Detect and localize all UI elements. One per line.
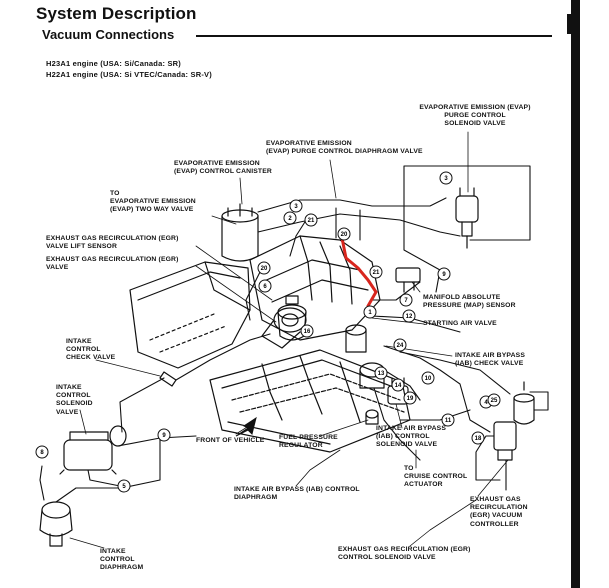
label-egr-vacuum-controller: EXHAUST GAS RECIRCULATION (EGR) VACUUM C…	[470, 496, 528, 528]
label-cruise-actuator: TO CRUISE CONTROL ACTUATOR	[404, 465, 468, 489]
hose-number-text: 13	[378, 371, 385, 377]
hose-number-text: 8	[40, 450, 44, 456]
hose-number-callout: 9	[157, 428, 171, 442]
hose-number-callout: 24	[393, 338, 407, 352]
intake-control-solenoid	[59, 425, 127, 475]
fuel-pressure-regulator	[365, 409, 379, 425]
label-iab-check: INTAKE AIR BYPASS (IAB) CHECK VALVE	[455, 352, 526, 368]
air-cleaner-box	[129, 261, 251, 369]
hose-number-callout: 3	[289, 199, 303, 213]
hose-number-callout: 1	[363, 305, 377, 319]
label-evap-two-way: TO EVAPORATIVE EMISSION (EVAP) TWO WAY V…	[110, 190, 196, 214]
front-of-vehicle-arrow	[235, 416, 257, 437]
label-starting-air: STARTING AIR VALVE	[423, 320, 497, 327]
hose-number-text: 25	[491, 398, 498, 404]
label-front-of-vehicle: FRONT OF VEHICLE	[196, 437, 265, 444]
engine-line-1: H23A1 engine (USA: Si/Canada: SR)	[46, 59, 181, 68]
hose-number-text: 16	[304, 329, 311, 335]
hose-number-text: 9	[162, 433, 166, 439]
subtitle-rule	[196, 35, 552, 37]
hose-number-text: 12	[406, 314, 413, 320]
hose-number-callout: 10	[421, 371, 435, 385]
hose-number-callout: 8	[35, 445, 49, 459]
hose-number-callout: 5	[117, 479, 131, 493]
label-intake-control-diaphragm: INTAKE CONTROL DIAPHRAGM	[100, 548, 144, 572]
label-intake-control-solenoid: INTAKE CONTROL SOLENOID VALVE	[56, 384, 93, 416]
label-iab-control-solenoid: INTAKE AIR BYPASS (IAB) CONTROL SOLENOID…	[376, 425, 447, 449]
hose-number-text: 1	[368, 310, 372, 316]
hose-number-text: 6	[263, 284, 267, 290]
hose-number-callout: 7	[399, 293, 413, 307]
hose-number-callout: 14	[391, 378, 405, 392]
leader-lines	[69, 131, 509, 549]
intake-control-diaphragm	[39, 501, 73, 547]
hose-number-text: 21	[308, 218, 315, 224]
highlighted-vacuum-hose	[340, 236, 378, 308]
hose-number-text: 11	[445, 418, 452, 424]
hose-number-text: 19	[407, 396, 414, 402]
section-subtitle: Vacuum Connections	[42, 27, 175, 42]
hose-number-text: 24	[397, 343, 404, 349]
hose-number-text: 20	[261, 266, 268, 272]
engine-line-2: H22A1 engine (USA: Si VTEC/Canada: SR-V)	[46, 70, 212, 79]
label-egr-valve: EXHAUST GAS RECIRCULATION (EGR) VALVE	[46, 256, 179, 272]
hose-number-callout: 21	[369, 265, 383, 279]
hose-number-callout: 3	[439, 171, 453, 185]
map-sensor	[395, 267, 421, 293]
hose-number-callout: 19	[403, 391, 417, 405]
hose-number-text: 9	[442, 272, 446, 278]
label-iab-control-diaphragm: INTAKE AIR BYPASS (IAB) CONTROL DIAPHRAG…	[234, 486, 360, 502]
hose-number-callout: 12	[402, 309, 416, 323]
hose-number-callout: 9	[437, 267, 451, 281]
page-edge-bar	[571, 0, 580, 588]
label-intake-control-check: INTAKE CONTROL CHECK VALVE	[66, 338, 116, 362]
egr-vacuum-controller	[513, 381, 535, 425]
intake-control-check-valve	[159, 371, 177, 387]
hose-number-callout: 11	[441, 413, 455, 427]
label-egr-control-solenoid: EXHAUST GAS RECIRCULATION (EGR) CONTROL …	[338, 546, 471, 562]
label-fuel-pressure-regulator: FUEL PRESSURE REGULATOR	[279, 434, 338, 450]
page-title: System Description	[36, 4, 197, 23]
hose-number-callout: 13	[374, 366, 388, 380]
hose-number-callout: 20	[337, 227, 351, 241]
hose-number-text: 2	[288, 216, 292, 222]
hose-number-text: 21	[373, 270, 380, 276]
label-evap-purge-solenoid: EVAPORATIVE EMISSION (EVAP) PURGE CONTRO…	[419, 104, 531, 128]
hose-number-text: 3	[444, 176, 448, 182]
hose-number-text: 3	[294, 204, 298, 210]
hose-number-callout: 18	[471, 431, 485, 445]
label-egr-lift-sensor: EXHAUST GAS RECIRCULATION (EGR) VALVE LI…	[46, 235, 179, 251]
hose-number-callout: 20	[257, 261, 271, 275]
hose-number-callout: 2	[283, 211, 297, 225]
hose-number-callout: 25	[487, 393, 501, 407]
hose-number-text: 10	[425, 376, 432, 382]
evap-purge-solenoid	[455, 187, 479, 249]
hose-number-text: 20	[341, 232, 348, 238]
hose-number-callout: 6	[258, 279, 272, 293]
hose-number-text: 4	[484, 400, 488, 406]
hose-number-text: 14	[395, 383, 402, 389]
label-evap-purge-diaphragm: EVAPORATIVE EMISSION (EVAP) PURGE CONTRO…	[266, 140, 423, 156]
hose-number-text: 7	[404, 298, 408, 304]
label-evap-canister: EVAPORATIVE EMISSION (EVAP) CONTROL CANI…	[174, 160, 272, 176]
label-map-sensor: MANIFOLD ABSOLUTE PRESSURE (MAP) SENSOR	[423, 294, 516, 310]
evap-canister	[221, 203, 259, 262]
engine-block	[209, 349, 411, 453]
throttle-body	[261, 307, 307, 349]
hose-number-text: 5	[122, 484, 126, 490]
hose-number-text: 18	[475, 436, 482, 442]
egr-control-solenoid	[493, 421, 517, 461]
hose-number-callout: 21	[304, 213, 318, 227]
hose-number-callout: 16	[300, 324, 314, 338]
page-edge-notch	[567, 14, 571, 34]
